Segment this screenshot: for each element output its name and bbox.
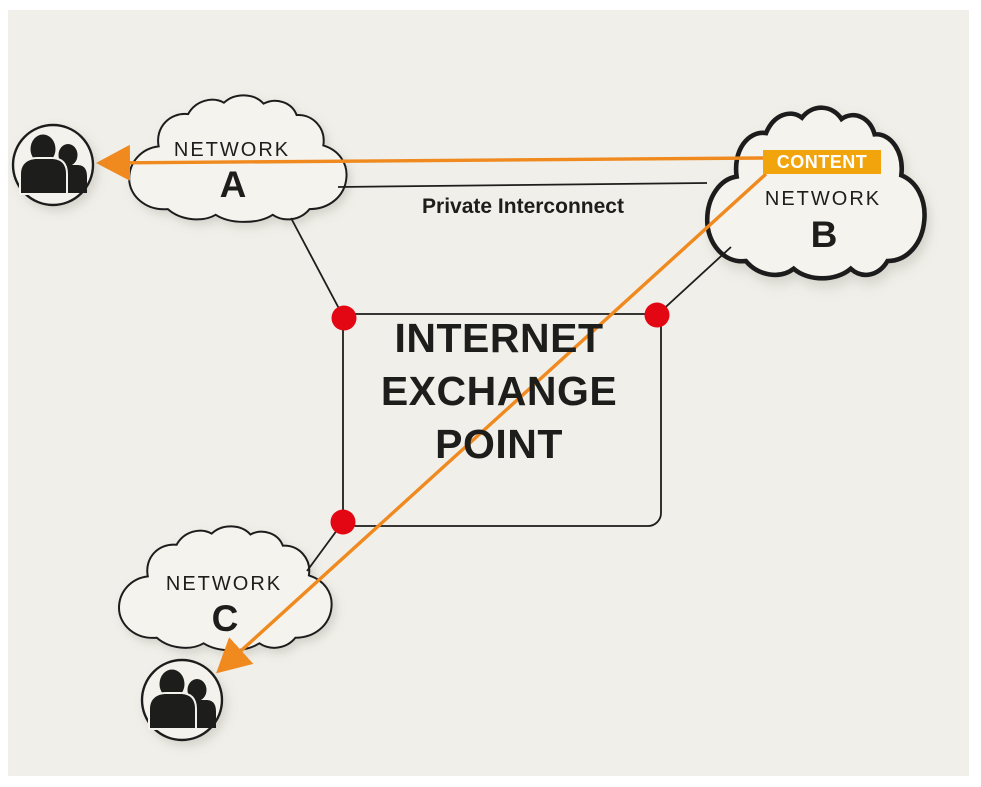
ixp-title-line-1: INTERNET (395, 315, 604, 361)
content-flow-to-c (216, 172, 768, 674)
ixp-box (342, 313, 662, 527)
peering-dot-top-right (644, 302, 670, 328)
network-c-letter: C (212, 598, 239, 639)
private-interconnect-line (337, 182, 708, 188)
content-badge: CONTENT (763, 150, 881, 174)
network-c-label: NETWORK (166, 573, 282, 595)
private-interconnect-label: Private Interconnect (422, 195, 624, 218)
connector-a-to-ixp (290, 217, 345, 319)
network-a-letter: A (220, 164, 247, 205)
ixp-title-line-2: EXCHANGE (381, 368, 617, 414)
content-flow-to-a (96, 144, 765, 181)
peering-dot-top-left (331, 305, 357, 331)
connector-b-to-ixp (656, 246, 732, 316)
users-icon-a (11, 123, 95, 207)
ixp-title-line-3: POINT (435, 421, 563, 467)
network-b-letter: B (811, 214, 838, 255)
network-a-label: NETWORK (174, 139, 290, 161)
network-b-label: NETWORK (765, 188, 881, 210)
content-badge-label: CONTENT (777, 152, 868, 172)
peering-dot-bottom-left (330, 509, 356, 535)
users-icon-c (140, 658, 224, 742)
